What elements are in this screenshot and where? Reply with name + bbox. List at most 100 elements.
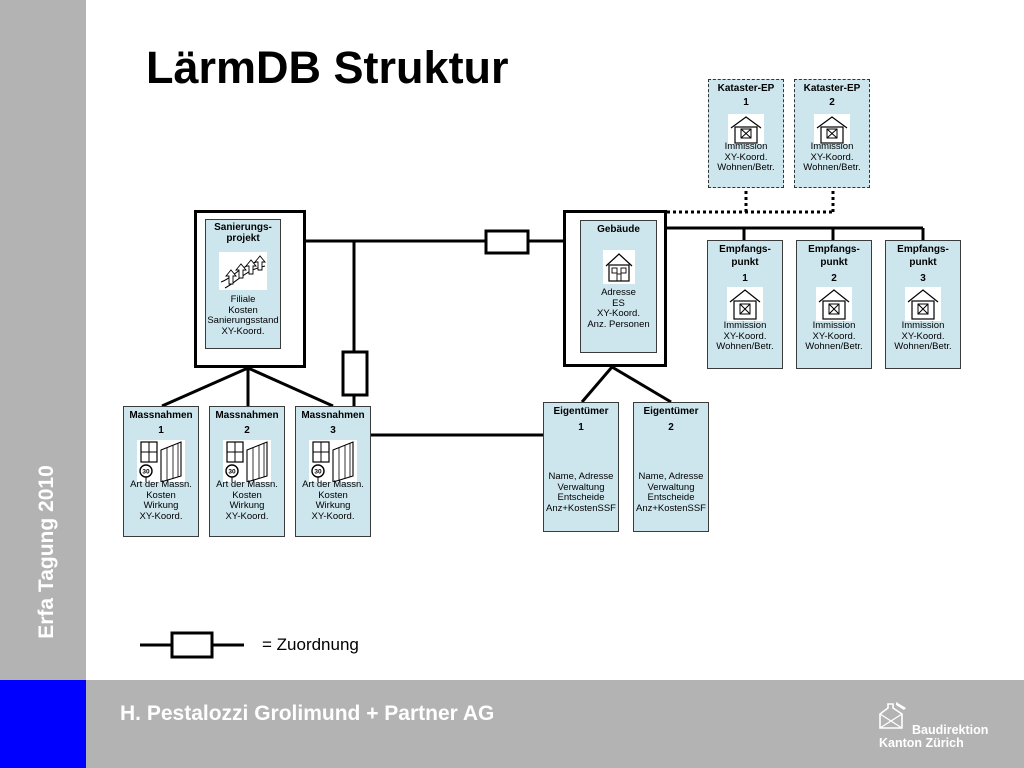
zuordnung-marker-vertical xyxy=(341,350,369,397)
speed-sign-label: 30 xyxy=(314,469,322,476)
gebaeude-field: Adresse xyxy=(601,287,636,298)
empfangspunkt-3: Empfangs- punkt 3 Immission XY-Koord. Wo… xyxy=(885,240,961,369)
blue-corner-block xyxy=(0,680,86,768)
massnahmen-number: 1 xyxy=(158,425,164,436)
sanierungsprojekt-field: Filiale xyxy=(230,294,256,305)
eigentuemer-field: Name, Adresse xyxy=(638,471,704,482)
empfangspunkt-title: Empfangs- xyxy=(808,244,860,255)
eigentuemer-field: Name, Adresse xyxy=(548,471,614,482)
empfangspunkt-2: Empfangs- punkt 2 Immission XY-Koord. Wo… xyxy=(796,240,872,369)
empfangspunkt-field: Immission xyxy=(723,320,767,331)
connector-projekt-massnahme-1 xyxy=(161,366,249,408)
gebaeude-field: XY-Koord. xyxy=(597,308,640,319)
empfangspunkt-field: XY-Koord. xyxy=(812,330,856,342)
eigentuemer-number: 2 xyxy=(668,422,674,433)
empfangspunkt-field: Wohnen/Betr. xyxy=(716,341,774,352)
empfangspunkt-field: Immission xyxy=(901,320,945,331)
eigentuemer-field: Anz+KostenSSF xyxy=(546,502,616,514)
immission-house-icon xyxy=(727,287,763,321)
kataster-field: Wohnen/Betr. xyxy=(803,162,861,173)
diagram-connectors xyxy=(140,190,925,659)
sanierungsprojekt-field: XY-Koord. xyxy=(221,325,265,337)
immission-house-icon xyxy=(905,287,941,321)
empfangspunkt-field: Immission xyxy=(812,320,856,331)
baudirektion-logo: Baudirektion Kanton Zürich xyxy=(876,698,1016,754)
empfangspunkt-field: XY-Koord. xyxy=(901,330,945,342)
kataster-field: XY-Koord. xyxy=(810,151,854,163)
empfangspunkt-title: Empfangs- xyxy=(719,244,771,255)
massnahmen-2: Massnahmen 2 30 Art der Massn. Kosten Wi… xyxy=(209,406,285,537)
sanierungsprojekt-title-1: Sanierungs- xyxy=(214,222,272,233)
immission-house-icon xyxy=(816,287,852,321)
massnahmen-field: Wirkung xyxy=(143,500,179,511)
sanierungsprojekt-title-2: projekt xyxy=(226,233,260,244)
empfangspunkt-number: 3 xyxy=(920,273,926,284)
eigentuemer-title: Eigentümer xyxy=(553,406,609,417)
empfangspunkt-title: punkt xyxy=(731,257,759,268)
house-icon xyxy=(602,250,635,284)
eigentuemer-1: Eigentümer 1 Name, Adresse Verwaltung En… xyxy=(543,402,619,532)
massnahmen-field: Wirkung xyxy=(315,500,351,511)
noise-measures-icon: 30 xyxy=(137,440,185,482)
kataster-title: Kataster-EP xyxy=(803,83,861,94)
footer-company-name: H. Pestalozzi Grolimund + Partner AG xyxy=(120,702,495,725)
kataster-field: XY-Koord. xyxy=(724,151,768,163)
massnahmen-field: Art der Massn. xyxy=(130,479,192,490)
massnahmen-number: 2 xyxy=(244,425,250,436)
empfangspunkt-title: punkt xyxy=(909,257,937,268)
eigentuemer-field: Verwaltung xyxy=(557,481,605,493)
massnahmen-title: Massnahmen xyxy=(129,410,193,421)
empfangspunkt-1: Empfangs- punkt 1 Immission XY-Koord. Wo… xyxy=(707,240,783,369)
speed-sign-label: 30 xyxy=(142,469,150,476)
empfangspunkt-field: Wohnen/Betr. xyxy=(894,341,952,352)
kataster-number: 1 xyxy=(743,97,749,108)
kataster-field: Wohnen/Betr. xyxy=(717,162,775,173)
massnahmen-field: XY-Koord. xyxy=(139,510,183,522)
massnahmen-title: Massnahmen xyxy=(215,410,279,421)
eigentuemer-field: Verwaltung xyxy=(647,481,695,493)
kataster-field: Immission xyxy=(724,141,768,152)
massnahmen-field: Kosten xyxy=(318,489,348,501)
gebaeude-field: ES xyxy=(612,297,625,309)
massnahmen-field: Wirkung xyxy=(229,500,265,511)
connector-gebaeude-eigentuemer-1 xyxy=(580,366,614,403)
kataster-title: Kataster-EP xyxy=(717,83,775,94)
massnahmen-field: Kosten xyxy=(146,489,176,501)
legend-marker xyxy=(170,631,214,659)
empfangspunkt-title: Empfangs- xyxy=(897,244,949,255)
left-sidebar: Erfa Tagung 2010 xyxy=(0,0,86,680)
eigentuemer-number: 1 xyxy=(578,422,584,433)
kataster-number: 2 xyxy=(829,97,835,108)
massnahmen-field: Art der Massn. xyxy=(216,479,278,490)
noise-measures-icon: 30 xyxy=(223,440,271,482)
gebaeude-entity: Gebäude Adresse ES XY-Koord. Anz. Person… xyxy=(580,220,657,353)
zuordnung-marker-horizontal xyxy=(484,229,530,255)
massnahmen-field: Kosten xyxy=(232,489,262,501)
sanierungsprojekt-field: Sanierungsstand xyxy=(207,315,279,326)
empfangspunkt-title: punkt xyxy=(820,257,848,268)
empfangspunkt-field: Wohnen/Betr. xyxy=(805,341,863,352)
eigentuemer-field: Anz+KostenSSF xyxy=(636,502,706,514)
eigentuemer-field: Entscheide xyxy=(557,492,605,503)
logo-text-kanton: Kanton Zürich xyxy=(879,736,964,750)
eigentuemer-2: Eigentümer 2 Name, Adresse Verwaltung En… xyxy=(633,402,709,532)
gebaeude-title: Gebäude xyxy=(597,224,640,235)
noise-measures-icon: 30 xyxy=(309,440,357,482)
massnahmen-number: 3 xyxy=(330,425,336,436)
immission-house-icon xyxy=(814,114,850,144)
empfangspunkt-number: 1 xyxy=(742,273,748,284)
massnahmen-field: Art der Massn. xyxy=(302,479,364,490)
connector-projekt-massnahme-3 xyxy=(247,366,334,408)
footer-bar: H. Pestalozzi Grolimund + Partner AG Bau… xyxy=(86,680,1024,768)
sanierungsprojekt-field: Kosten xyxy=(228,304,258,316)
kataster-ep-1: Kataster-EP 1 Immission XY-Koord. Wohnen… xyxy=(708,79,784,188)
kanton-zurich-emblem-icon xyxy=(879,702,906,729)
immission-house-icon xyxy=(728,114,764,144)
kataster-ep-2: Kataster-EP 2 Immission XY-Koord. Wohnen… xyxy=(794,79,870,188)
empfangspunkt-number: 2 xyxy=(831,273,837,284)
legend-label: = Zuordnung xyxy=(262,635,359,654)
massnahmen-field: XY-Koord. xyxy=(225,510,269,522)
eigentuemer-title: Eigentümer xyxy=(643,406,699,417)
road-arrows-icon xyxy=(219,252,267,290)
eigentuemer-field: Entscheide xyxy=(647,492,695,503)
